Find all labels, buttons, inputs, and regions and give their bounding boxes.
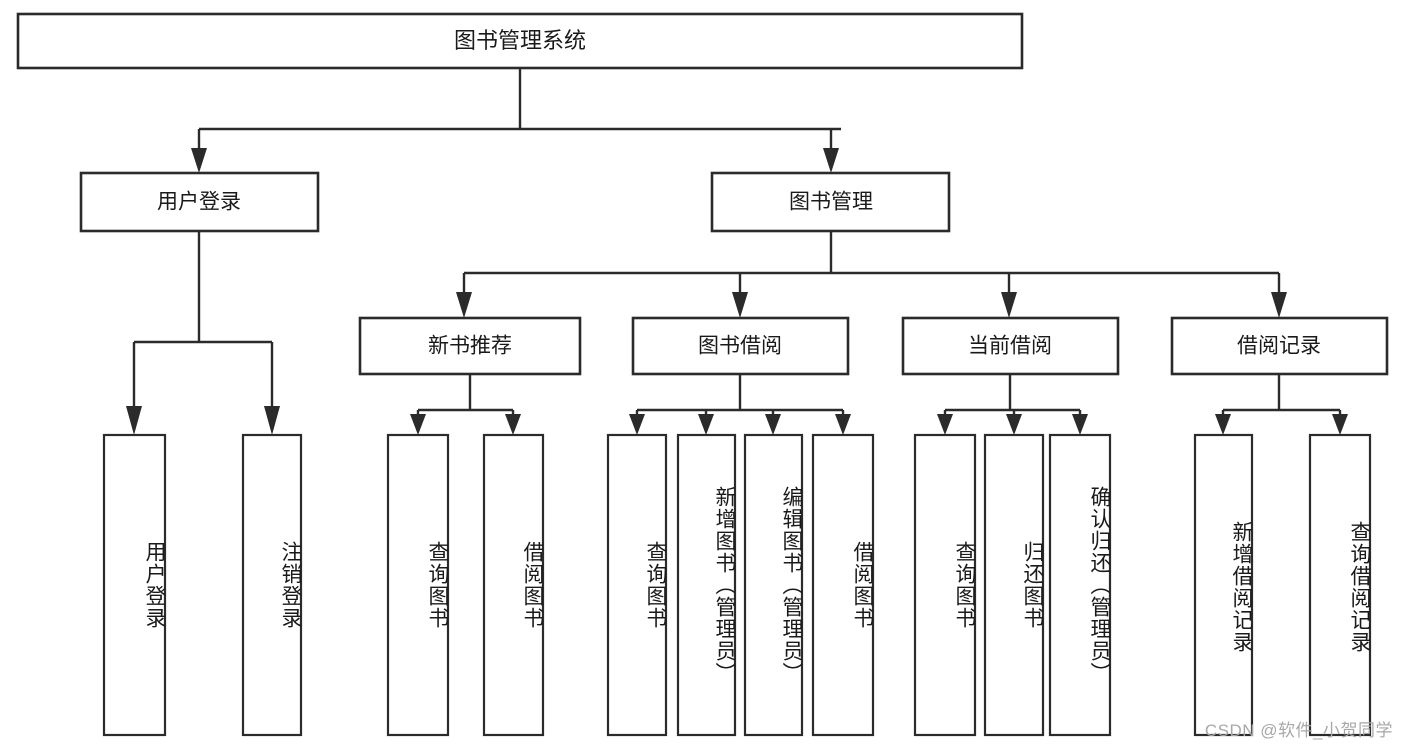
node-book-borrow-label: 图书借阅 — [698, 335, 782, 358]
arrow-head-leaf-borrow-book-2 — [835, 414, 851, 435]
arrow-head-current-borrow — [1001, 292, 1017, 318]
arrow-head-leaf-edit-book — [765, 414, 781, 435]
leaf-borrow-book-1-rect[interactable] — [482, 433, 545, 737]
arrow-head-book-manage — [823, 148, 839, 173]
csdn-watermark: CSDN @软件_小贺同学 — [1204, 721, 1393, 740]
node-user-login-label: 用户登录 — [157, 191, 241, 214]
arrow-head-leaf-query-book-2 — [629, 414, 645, 435]
leaf-user-login-rect[interactable] — [102, 433, 167, 737]
connector-book-manage-to-level3 — [456, 231, 1287, 318]
leaf-logout-rect[interactable] — [241, 433, 303, 737]
connector-new-book-recommend-to-leaves — [410, 374, 521, 435]
arrow-head-leaf-user-login — [126, 406, 142, 435]
leaf-boxes — [102, 433, 1372, 737]
node-current-borrow-label: 当前借阅 — [968, 335, 1052, 358]
leaf-add-record-rect[interactable] — [1193, 433, 1254, 737]
leaf-query-book-1-rect[interactable] — [386, 433, 450, 737]
node-book-manage-rect — [710, 171, 951, 233]
leaf-add-book-rect[interactable] — [676, 433, 737, 737]
leaf-edit-book-rect[interactable] — [743, 433, 804, 737]
connector-user-login-to-leaves — [126, 231, 280, 435]
connector-book-borrow-to-leaves — [629, 374, 851, 435]
node-book-manage[interactable]: 图书管理 — [710, 171, 951, 233]
node-current-borrow-rect — [901, 316, 1120, 376]
arrow-head-leaf-logout — [264, 406, 280, 435]
connector-current-borrow-to-leaves — [937, 374, 1088, 435]
arrow-head-leaf-add-record — [1215, 414, 1231, 435]
node-new-book-recommend[interactable]: 新书推荐 — [358, 316, 582, 376]
node-borrow-record[interactable]: 借阅记录 — [1170, 316, 1389, 376]
leaf-borrow-book-2-rect[interactable] — [811, 433, 875, 737]
arrow-head-book-borrow — [732, 292, 748, 318]
leaf-return-book-rect[interactable] — [983, 433, 1045, 737]
leaf-confirm-return-rect[interactable] — [1048, 433, 1112, 737]
node-root[interactable]: 图书管理系统 — [16, 12, 1024, 70]
leaf-query-book-2-rect[interactable] — [606, 433, 668, 737]
arrow-head-leaf-query-book-1 — [410, 414, 426, 435]
arrow-head-leaf-return-book — [1006, 414, 1022, 435]
node-root-label: 图书管理系统 — [454, 28, 586, 53]
node-book-manage-label: 图书管理 — [789, 191, 873, 214]
node-root-rect — [16, 12, 1024, 70]
arrow-head-new-book-recommend — [456, 292, 472, 318]
node-new-book-recommend-label: 新书推荐 — [428, 335, 512, 358]
arrow-head-leaf-query-book-3 — [937, 414, 953, 435]
node-borrow-record-rect — [1170, 316, 1389, 376]
node-new-book-recommend-rect — [358, 316, 582, 376]
node-user-login[interactable]: 用户登录 — [79, 171, 320, 233]
arrow-head-borrow-record — [1271, 292, 1287, 318]
node-book-borrow-rect — [631, 316, 850, 376]
leaf-query-book-3-rect[interactable] — [913, 433, 977, 737]
node-current-borrow[interactable]: 当前借阅 — [901, 316, 1120, 376]
node-book-borrow[interactable]: 图书借阅 — [631, 316, 850, 376]
connector-root-to-level2 — [191, 68, 841, 173]
arrow-head-user-login — [191, 148, 207, 173]
arrow-head-leaf-add-book — [698, 414, 714, 435]
arrow-head-leaf-query-record — [1332, 414, 1348, 435]
leaf-query-record-rect[interactable] — [1308, 433, 1372, 737]
node-borrow-record-label: 借阅记录 — [1237, 335, 1321, 358]
arrow-head-leaf-borrow-book-1 — [505, 414, 521, 435]
arrow-head-leaf-confirm-return — [1072, 414, 1088, 435]
connector-borrow-record-to-leaves — [1215, 374, 1348, 435]
